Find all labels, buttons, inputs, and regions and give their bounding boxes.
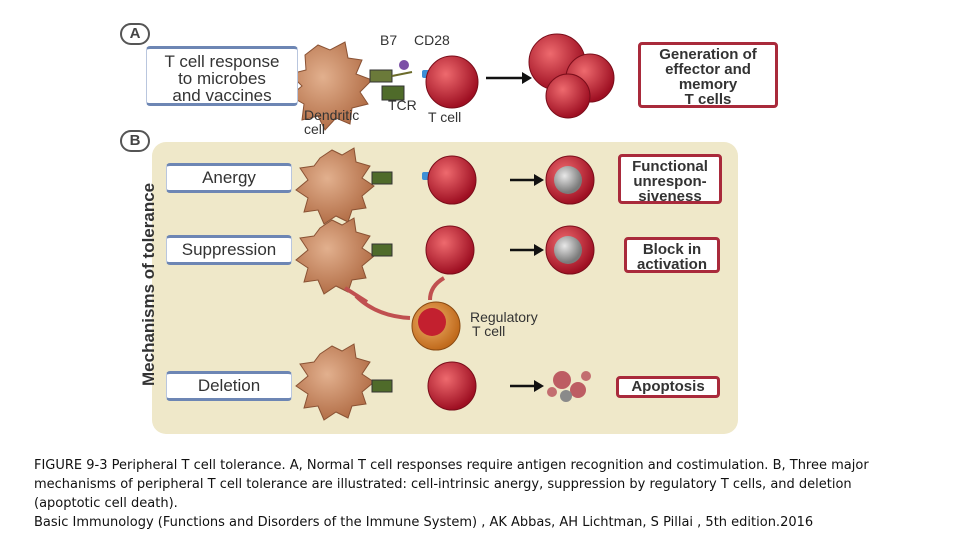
b7-label: B7 — [380, 32, 398, 48]
tcr-label: TCR — [388, 97, 417, 113]
anergy-label: Anergy — [166, 163, 292, 193]
cd28-label: CD28 — [414, 32, 450, 48]
arrow-a — [486, 72, 532, 84]
mechanisms-of-tolerance-label: Mechanisms of tolerance — [139, 182, 158, 386]
t-cell-a — [425, 55, 479, 109]
block-in-activation-outcome: Block in activation — [624, 237, 720, 273]
caption-line: FIGURE 9-3 Peripheral T cell tolerance. … — [34, 458, 869, 473]
panel-a-letter: A — [120, 23, 150, 45]
deletion-label: Deletion — [166, 371, 292, 401]
caption-line: (apoptotic cell death). — [34, 496, 178, 511]
regulatory-t-cell — [343, 276, 461, 351]
suppression-label: Suppression — [166, 235, 292, 265]
t-cell-response-label: T cell response to microbes and vaccines — [146, 46, 298, 106]
effector-memory-outcome: Generation of effector and memory T cell… — [638, 42, 778, 108]
dendritic-cell-label: Dendritic cell — [304, 107, 360, 137]
dendritic-cell-anergy — [295, 147, 595, 225]
apoptosis-outcome: Apoptosis — [616, 376, 720, 398]
regulatory-t-cell-label: Regulatory T cell — [470, 309, 538, 339]
figure-caption: FIGURE 9-3 Peripheral T cell tolerance. … — [34, 456, 934, 532]
t-cell-label: T cell — [428, 109, 462, 125]
panel-b-letter: B — [120, 130, 150, 152]
caption-line: mechanisms of peripheral T cell toleranc… — [34, 477, 852, 492]
receptors-a — [369, 60, 436, 101]
effector-t-cells — [528, 33, 615, 119]
functional-unresponsiveness-outcome: Functional unrespon- siveness — [618, 154, 722, 204]
dendritic-cell-deletion — [295, 343, 591, 421]
caption-line: Basic Immunology (Functions and Disorder… — [34, 515, 814, 530]
dendritic-cell-suppression — [295, 217, 595, 295]
